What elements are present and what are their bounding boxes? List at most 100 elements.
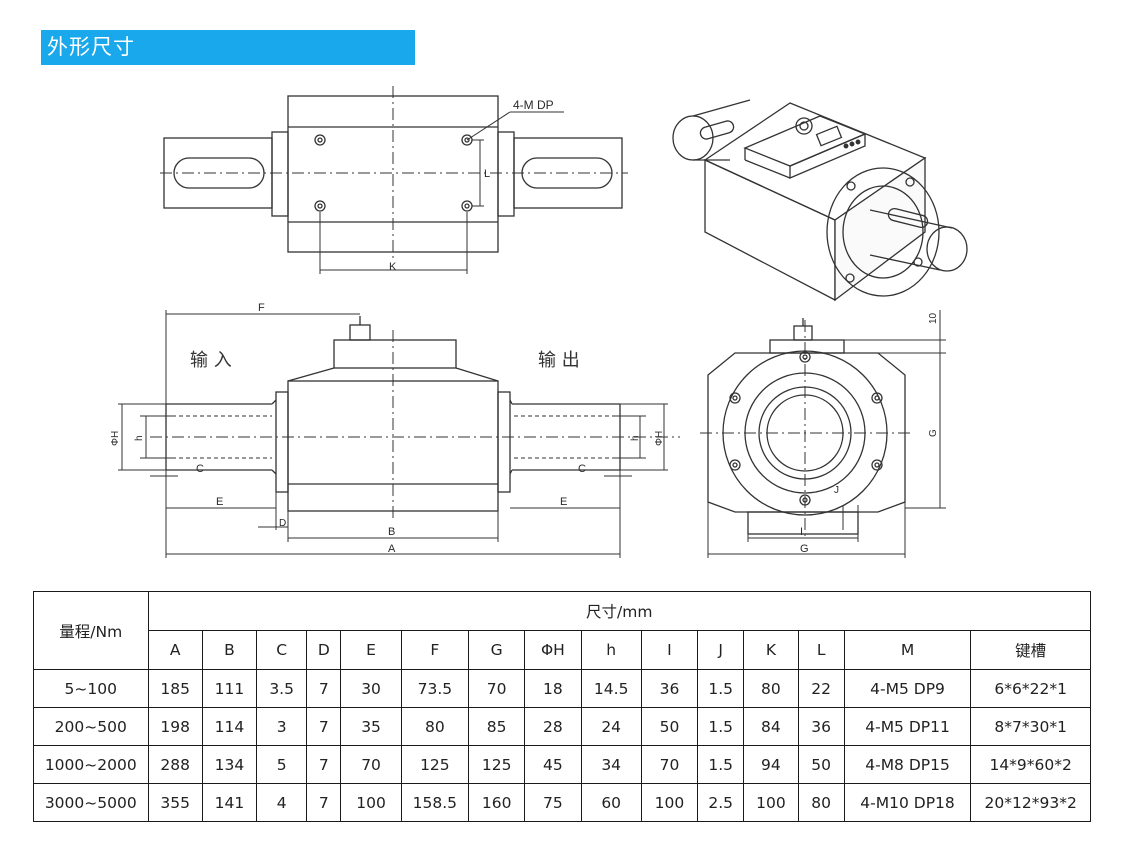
table-header-row: 量程/Nm 尺寸/mm <box>33 591 1092 670</box>
column-header: D <box>306 630 342 670</box>
dim-a-label: A <box>388 543 396 555</box>
table-cell: 100 <box>340 783 402 822</box>
table-cell: 20*12*93*2 <box>970 783 1091 822</box>
isometric-view-drawing <box>672 99 968 302</box>
table-cell: 4-M10 DP18 <box>843 783 972 822</box>
column-header: 键槽 <box>970 630 1091 670</box>
table-cell: 7 <box>306 783 342 822</box>
table-cell: 111 <box>201 669 258 708</box>
table-row: 200~500 198 114 3 7 35 80 85 28 24 50 1.… <box>33 707 1091 746</box>
table-row: 1000~2000 288 134 5 7 70 125 125 45 34 7… <box>33 745 1091 784</box>
range-cell: 1000~2000 <box>33 745 149 784</box>
dims-header: 尺寸/mm <box>147 591 1092 631</box>
dim-f-label: F <box>258 302 265 314</box>
table-cell: 2.5 <box>697 783 745 822</box>
range-cell: 200~500 <box>33 707 149 746</box>
table-cell: 80 <box>743 669 799 708</box>
table-cell: 50 <box>797 745 845 784</box>
top-view-drawing <box>160 86 628 274</box>
column-header: G <box>468 630 526 670</box>
dimension-drawings: 4-M DP K L <box>110 86 968 558</box>
table-cell: 7 <box>306 745 342 784</box>
table-cell: 70 <box>468 669 526 708</box>
table-cell: 24 <box>580 707 642 746</box>
table-cell: 100 <box>743 783 799 822</box>
table-cell: 7 <box>306 669 342 708</box>
table-cell: 4-M8 DP15 <box>843 745 972 784</box>
table-cell: 35 <box>340 707 402 746</box>
table-column-header-row: A B C D E F G ΦH h I J K L M 键槽 <box>34 630 1091 670</box>
table-cell: 84 <box>743 707 799 746</box>
dim-h-right-label: h <box>630 435 641 441</box>
column-header: C <box>256 630 308 670</box>
column-header: F <box>400 630 470 670</box>
table-cell: 60 <box>580 783 642 822</box>
section-title: 外形尺寸 <box>41 30 415 65</box>
table-cell: 18 <box>524 669 582 708</box>
table-cell: 4 <box>256 783 308 822</box>
dim-b-label: B <box>388 526 395 538</box>
dim-g-label: G <box>800 543 809 555</box>
table-cell: 3 <box>256 707 308 746</box>
table-cell: 125 <box>468 745 526 784</box>
dim-j-label: J <box>834 485 839 496</box>
dim-i-label: I <box>800 526 803 538</box>
range-cell: 5~100 <box>33 669 149 708</box>
table-cell: 80 <box>797 783 845 822</box>
table-cell: 185 <box>147 669 203 708</box>
output-label: 输 出 <box>538 350 580 371</box>
range-header: 量程/Nm <box>33 591 149 670</box>
column-header: B <box>201 630 258 670</box>
table-cell: 355 <box>147 783 203 822</box>
table-cell: 50 <box>640 707 699 746</box>
table-cell: 14*9*60*2 <box>970 745 1091 784</box>
dim-l-label: L <box>484 168 490 180</box>
column-header: A <box>147 630 203 670</box>
column-header: L <box>797 630 845 670</box>
table-cell: 28 <box>524 707 582 746</box>
table-cell: 1.5 <box>697 745 745 784</box>
dim-c-right-label: C <box>578 463 586 475</box>
front-view-drawing <box>118 310 680 558</box>
dim-c-left-label: C <box>196 463 204 475</box>
dim-phih-left-label: ΦH <box>110 431 121 446</box>
column-header: E <box>340 630 402 670</box>
table-cell: 85 <box>468 707 526 746</box>
table-cell: 34 <box>580 745 642 784</box>
input-label: 输 入 <box>190 350 232 371</box>
table-cell: 14.5 <box>580 669 642 708</box>
range-cell: 3000~5000 <box>33 783 149 822</box>
column-header: M <box>843 630 972 670</box>
column-header: I <box>640 630 699 670</box>
table-cell: 70 <box>340 745 402 784</box>
dim-g-vertical-label: G <box>928 429 939 437</box>
dim-phih-right-label: ΦH <box>654 431 665 446</box>
column-header: K <box>743 630 799 670</box>
table-cell: 45 <box>524 745 582 784</box>
table-cell: 5 <box>256 745 308 784</box>
table-cell: 114 <box>201 707 258 746</box>
thread-callout-label: 4-M DP <box>513 98 554 112</box>
table-cell: 8*7*30*1 <box>970 707 1091 746</box>
table-cell: 36 <box>640 669 699 708</box>
dim-h-left-label: h <box>134 435 145 441</box>
table-cell: 158.5 <box>400 783 470 822</box>
table-cell: 6*6*22*1 <box>970 669 1091 708</box>
table-cell: 80 <box>400 707 470 746</box>
table-cell: 7 <box>306 707 342 746</box>
column-header: h <box>580 630 642 670</box>
table-cell: 160 <box>468 783 526 822</box>
dim-d-label: D <box>279 518 286 529</box>
table-cell: 70 <box>640 745 699 784</box>
table-cell: 1.5 <box>697 707 745 746</box>
dim-k-label: K <box>389 261 397 273</box>
dim-e-left-label: E <box>216 496 223 508</box>
table-cell: 288 <box>147 745 203 784</box>
column-header: ΦH <box>524 630 582 670</box>
table-cell: 30 <box>340 669 402 708</box>
side-view-drawing <box>700 310 946 558</box>
table-cell: 125 <box>400 745 470 784</box>
dim-10-label: 10 <box>928 312 939 324</box>
table-cell: 4-M5 DP11 <box>843 707 972 746</box>
dimensions-table: 量程/Nm 尺寸/mm A B C D E F G ΦH h I J K L M… <box>33 591 1092 822</box>
